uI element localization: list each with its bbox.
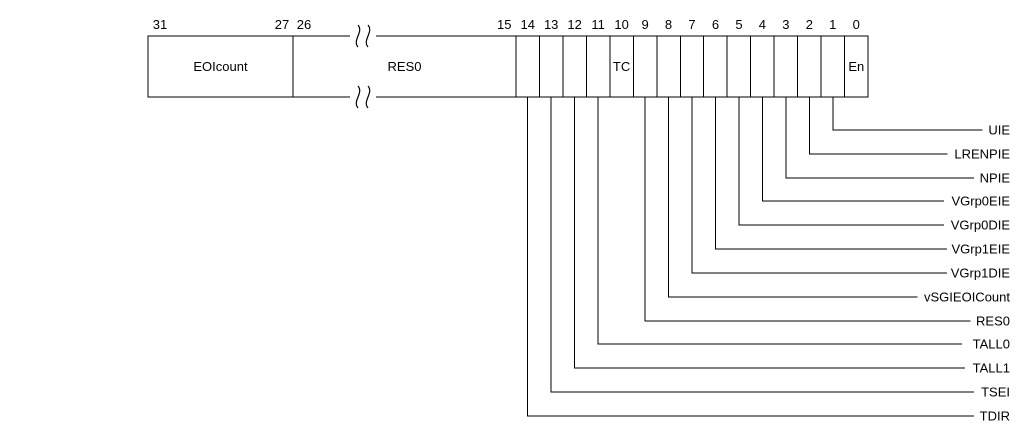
field-label-1: RES0 [388, 59, 422, 74]
callout-label-bit-4: VGrp0EIE [951, 194, 1010, 209]
bit-number-26: 26 [297, 17, 311, 32]
break-squiggle [365, 85, 371, 109]
bit-number-4: 4 [759, 17, 766, 32]
callout-line-bit-6 [714, 97, 948, 250]
break-squiggle [365, 24, 371, 48]
bit-number-2: 2 [806, 17, 813, 32]
register-box [147, 35, 869, 98]
callout-label-bit-6: VGrp1EIE [951, 242, 1010, 257]
callout-label-bit-8: vSGIEOICount [924, 290, 1010, 305]
callout-label-bit-12: TALL1 [973, 361, 1010, 376]
bit-number-6: 6 [712, 17, 719, 32]
callout-line-bit-3 [785, 97, 974, 179]
callout-line-bit-9 [644, 97, 971, 322]
callout-line-bit-12 [574, 97, 965, 369]
callout-label-bit-3: NPIE [980, 171, 1011, 186]
break-squiggle [355, 85, 361, 109]
bit-number-10: 10 [614, 17, 628, 32]
callout-label-bit-2: LRENPIE [954, 147, 1010, 162]
field-label-0: EOIcount [193, 59, 248, 74]
bit-number-5: 5 [735, 17, 742, 32]
bit-number-1: 1 [829, 17, 836, 32]
break-squiggle [355, 24, 361, 48]
callout-line-bit-5 [738, 97, 944, 226]
bit-number-9: 9 [641, 17, 648, 32]
bit-number-11: 11 [591, 17, 605, 32]
cell-label-bit-0: En [848, 59, 864, 74]
callout-line-bit-14 [527, 97, 974, 417]
break-gap [350, 34, 376, 38]
callout-label-bit-7: VGrp1DIE [951, 266, 1011, 281]
callout-line-bit-1 [832, 97, 983, 131]
callout-label-bit-13: TSEI [981, 385, 1010, 400]
cell-label-bit-10: TC [613, 59, 630, 74]
bit-number-12: 12 [567, 17, 581, 32]
bit-number-14: 14 [520, 17, 534, 32]
callout-line-bit-11 [597, 97, 962, 345]
bit-number-3: 3 [782, 17, 789, 32]
bit-number-0: 0 [853, 17, 860, 32]
bit-number-7: 7 [688, 17, 695, 32]
callout-label-bit-11: TALL0 [973, 337, 1010, 352]
callout-line-bit-4 [761, 97, 944, 202]
break-gap [350, 95, 376, 99]
callout-label-bit-5: VGrp0DIE [951, 218, 1011, 233]
bit-number-31: 31 [153, 17, 167, 32]
callout-label-bit-9: RES0 [976, 314, 1010, 329]
bit-number-8: 8 [665, 17, 672, 32]
callout-label-bit-14: TDIR [980, 409, 1010, 424]
callout-line-bit-7 [691, 97, 948, 274]
callout-label-bit-1: UIE [988, 123, 1010, 138]
callout-line-bit-13 [550, 97, 974, 393]
callout-line-bit-8 [668, 97, 918, 298]
bit-number-15: 15 [497, 17, 511, 32]
callout-line-bit-2 [808, 97, 948, 155]
bit-number-27: 27 [275, 17, 289, 32]
bit-number-13: 13 [544, 17, 558, 32]
